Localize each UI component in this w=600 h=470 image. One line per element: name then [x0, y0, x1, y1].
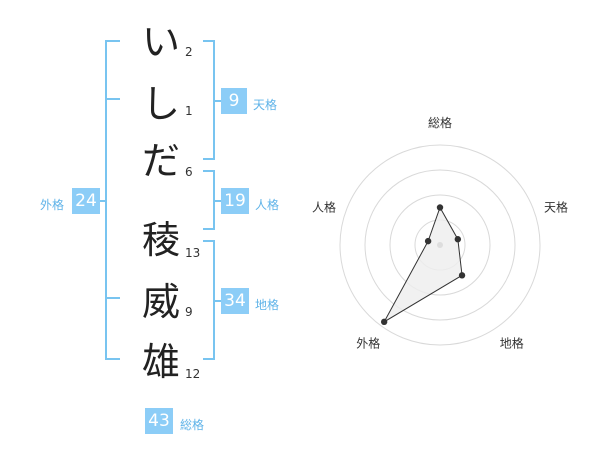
name-char-4: 稜 — [141, 218, 180, 262]
gaikaku-bracket-tick-2 — [105, 297, 120, 299]
gaikaku-label: 外格 — [40, 198, 65, 212]
jinkaku-bracket-arm — [213, 200, 221, 202]
tenkaku-badge: 9 — [221, 88, 247, 114]
stroke-count-4: 13 — [185, 246, 201, 260]
name-char-1: い — [141, 20, 180, 64]
radar-point-1 — [436, 204, 444, 211]
radar-point-2 — [454, 236, 462, 243]
stroke-count-1: 2 — [185, 45, 193, 59]
tenkaku-bracket-arm — [213, 100, 221, 102]
radar-axis-label-2: 天格 — [544, 199, 568, 214]
chikaku-bracket-arm — [213, 300, 221, 302]
jinkaku-label: 人格 — [255, 198, 280, 212]
stroke-count-6: 12 — [185, 367, 201, 381]
chikaku-bracket-bottom — [203, 358, 215, 360]
gaikaku-bracket-bottom — [105, 358, 120, 360]
radar-point-3 — [458, 272, 466, 279]
gaikaku-badge: 24 — [72, 188, 100, 214]
jinkaku-bracket-bottom — [203, 228, 215, 230]
radar-axis-label-3: 地格 — [500, 336, 524, 351]
gaikaku-bracket-tick-1 — [105, 98, 120, 100]
stroke-count-2: 1 — [185, 104, 193, 118]
radar-point-4 — [380, 318, 388, 326]
jinkaku-badge: 19 — [221, 188, 249, 214]
radar-ring-3 — [364, 169, 516, 321]
radar-data-polygon — [382, 206, 463, 324]
radar-data-points — [380, 204, 466, 326]
name-char-6: 雄 — [141, 340, 180, 384]
gaikaku-bracket-arm — [98, 200, 107, 202]
radar-ring-4 — [339, 144, 541, 346]
tenkaku-bracket-top — [203, 40, 215, 42]
tenkaku-bracket-bottom — [203, 158, 215, 160]
radar-axis-label-5: 人格 — [312, 199, 336, 214]
chikaku-label: 地格 — [255, 298, 280, 312]
soukaku-label: 総格 — [180, 418, 205, 432]
soukaku-badge: 43 — [145, 408, 173, 434]
radar-axis-label-1: 総格 — [428, 115, 452, 130]
gaikaku-bracket-top — [105, 40, 120, 42]
stroke-count-5: 9 — [185, 305, 193, 319]
tenkaku-label: 天格 — [253, 98, 278, 112]
radar-axis-label-4: 外格 — [356, 336, 380, 351]
radar-point-5 — [424, 237, 432, 245]
name-char-3: だ — [141, 139, 180, 183]
chikaku-bracket-top — [203, 240, 215, 242]
radar-grid-rings — [339, 144, 541, 346]
radar-center-dot — [437, 242, 443, 248]
stroke-count-3: 6 — [185, 165, 193, 179]
name-char-2: し — [141, 82, 180, 126]
chikaku-badge: 34 — [221, 288, 249, 314]
jinkaku-bracket-top — [203, 170, 215, 172]
radar-ring-2 — [389, 194, 491, 296]
name-char-5: 威 — [141, 280, 180, 324]
